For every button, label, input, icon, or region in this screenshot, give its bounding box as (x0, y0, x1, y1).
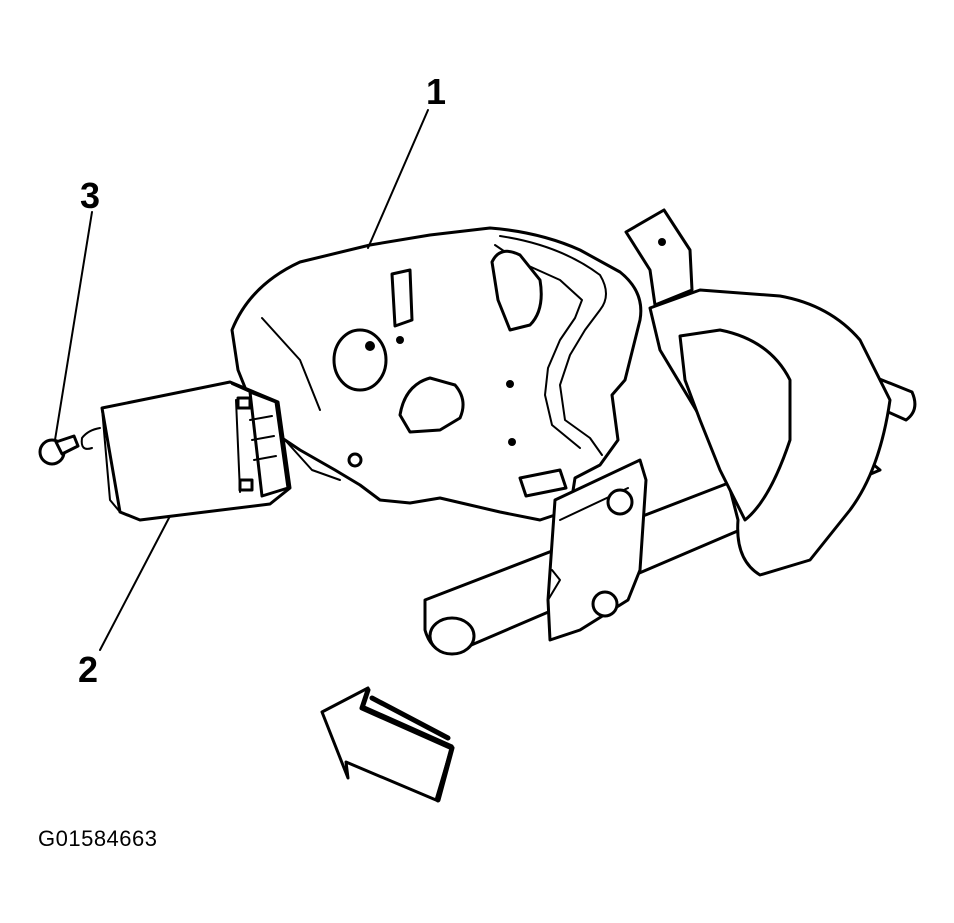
control-module (80, 380, 292, 522)
callout-2: 2 (78, 649, 99, 690)
callout-1: 1 (426, 71, 447, 112)
leader-lines (54, 109, 429, 651)
figure-code: G01584663 (38, 826, 158, 851)
column-yoke (648, 288, 892, 577)
callout-3: 3 (80, 175, 101, 216)
fastener (38, 434, 80, 466)
upper-tab-bracket (624, 208, 694, 307)
view-arrow-icon (320, 686, 455, 803)
module-bracket (230, 226, 643, 522)
shaft-clamp (546, 458, 648, 642)
